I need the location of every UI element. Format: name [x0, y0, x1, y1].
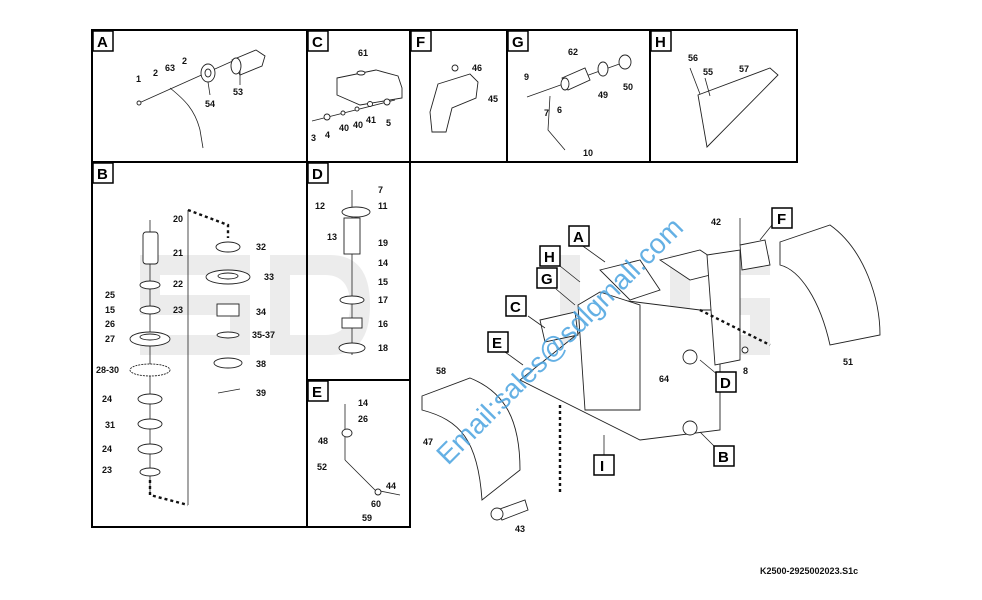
panel-g-parts — [526, 54, 632, 151]
part-number-label: 45 — [488, 94, 498, 104]
part-number-label: 14 — [358, 398, 368, 408]
part-number-label: 61 — [358, 48, 368, 58]
panel-h-title: H — [655, 34, 666, 51]
part-number-label: 24 — [102, 394, 112, 404]
part-number-label: 14 — [378, 258, 388, 268]
part-number-label: 55 — [703, 67, 713, 77]
callout-f: F — [777, 211, 786, 228]
part-number-label: 16 — [378, 319, 388, 329]
part-number-label: 7 — [378, 185, 383, 195]
callout-g: G — [541, 271, 553, 288]
part-number-label: 3 — [311, 133, 316, 143]
panel-c-parts — [311, 69, 403, 122]
panel-a-title: A — [97, 34, 108, 51]
panel-e-parts — [341, 404, 401, 496]
part-number-label: 27 — [105, 334, 115, 344]
part-number-label: 54 — [205, 99, 215, 109]
panel-d-title: D — [312, 166, 323, 183]
panel-e-title: E — [312, 384, 322, 401]
panel-a-parts — [136, 49, 266, 149]
part-number-label: 58 — [436, 366, 446, 376]
part-number-label: 49 — [598, 90, 608, 100]
part-number-label: 15 — [105, 305, 115, 315]
part-number-label: 47 — [423, 437, 433, 447]
part-number-label: 62 — [568, 47, 578, 57]
panel-f-parts — [429, 64, 479, 133]
part-number-label: 56 — [688, 53, 698, 63]
part-number-label: 2 — [182, 56, 187, 66]
part-number-label: 23 — [173, 305, 183, 315]
panel-frames — [91, 29, 798, 528]
part-number-label: 31 — [105, 420, 115, 430]
part-number-label: 10 — [583, 148, 593, 158]
part-number-label: 43 — [515, 524, 525, 534]
part-number-label: 26 — [358, 414, 368, 424]
part-number-label: 44 — [386, 481, 396, 491]
part-number-label: 1 — [136, 74, 141, 84]
part-number-label: 25 — [105, 290, 115, 300]
part-number-label: 19 — [378, 238, 388, 248]
part-number-label: 57 — [739, 64, 749, 74]
callout-h: H — [544, 249, 555, 266]
part-number-label: 50 — [623, 82, 633, 92]
part-number-label: 11 — [378, 201, 388, 211]
part-number-label: 13 — [327, 232, 337, 242]
callout-i: I — [600, 458, 604, 475]
part-number-label: 38 — [256, 359, 266, 369]
callout-d: D — [720, 375, 731, 392]
part-number-label: 40 — [339, 123, 349, 133]
part-number-label: 20 — [173, 214, 183, 224]
panel-d-parts — [338, 190, 371, 355]
panel-g-title: G — [512, 34, 524, 51]
part-number-label: 64 — [659, 374, 669, 384]
part-number-label: 33 — [264, 272, 274, 282]
part-number-label: 12 — [315, 201, 325, 211]
part-number-label: 51 — [843, 357, 853, 367]
part-number-label: 7 — [544, 108, 549, 118]
part-number-label: 48 — [318, 436, 328, 446]
part-number-label: 9 — [524, 72, 529, 82]
callout-a: A — [573, 229, 584, 246]
part-number-label: 24 — [102, 444, 112, 454]
panel-h-parts — [689, 67, 779, 148]
callout-b: B — [718, 449, 729, 466]
part-number-label: 59 — [362, 513, 372, 523]
part-number-label: 40 — [353, 120, 363, 130]
part-number-label: 6 — [557, 105, 562, 115]
part-number-label: 35-37 — [252, 330, 275, 340]
part-number-label: 34 — [256, 307, 266, 317]
part-number-label: 5 — [386, 118, 391, 128]
part-number-label: 17 — [378, 295, 388, 305]
panel-b-parts — [129, 208, 251, 507]
part-number-label: 53 — [233, 87, 243, 97]
callout-c: C — [510, 299, 521, 316]
part-number-label: 4 — [325, 130, 330, 140]
part-number-label: 15 — [378, 277, 388, 287]
part-number-label: 23 — [102, 465, 112, 475]
panel-titles: A C F G H B D E — [92, 30, 672, 402]
panel-c-title: C — [312, 34, 323, 51]
part-number-label: 52 — [317, 462, 327, 472]
part-number-label: 39 — [256, 388, 266, 398]
part-number-label: 28-30 — [96, 365, 119, 375]
part-number-label: 41 — [366, 115, 376, 125]
panel-b-title: B — [97, 166, 108, 183]
main-assembly — [421, 218, 881, 521]
part-number-label: 21 — [173, 248, 183, 258]
panel-f-title: F — [416, 34, 425, 51]
part-number-label: 42 — [711, 217, 721, 227]
part-labels: 1 2 63 2 54 53 61 3 4 40 40 41 5 46 45 6… — [96, 47, 853, 534]
part-number-label: 2 — [153, 68, 158, 78]
drawing-code: K2500-2925002023.S1c — [760, 566, 858, 576]
part-number-label: 32 — [256, 242, 266, 252]
callout-e: E — [492, 335, 502, 352]
main-callouts: A H G C E F D B I — [487, 207, 793, 476]
part-number-label: 46 — [472, 63, 482, 73]
part-number-label: 8 — [743, 366, 748, 376]
part-number-label: 26 — [105, 319, 115, 329]
part-number-label: 18 — [378, 343, 388, 353]
part-number-label: 22 — [173, 279, 183, 289]
part-number-label: 60 — [371, 499, 381, 509]
part-number-label: 63 — [165, 63, 175, 73]
